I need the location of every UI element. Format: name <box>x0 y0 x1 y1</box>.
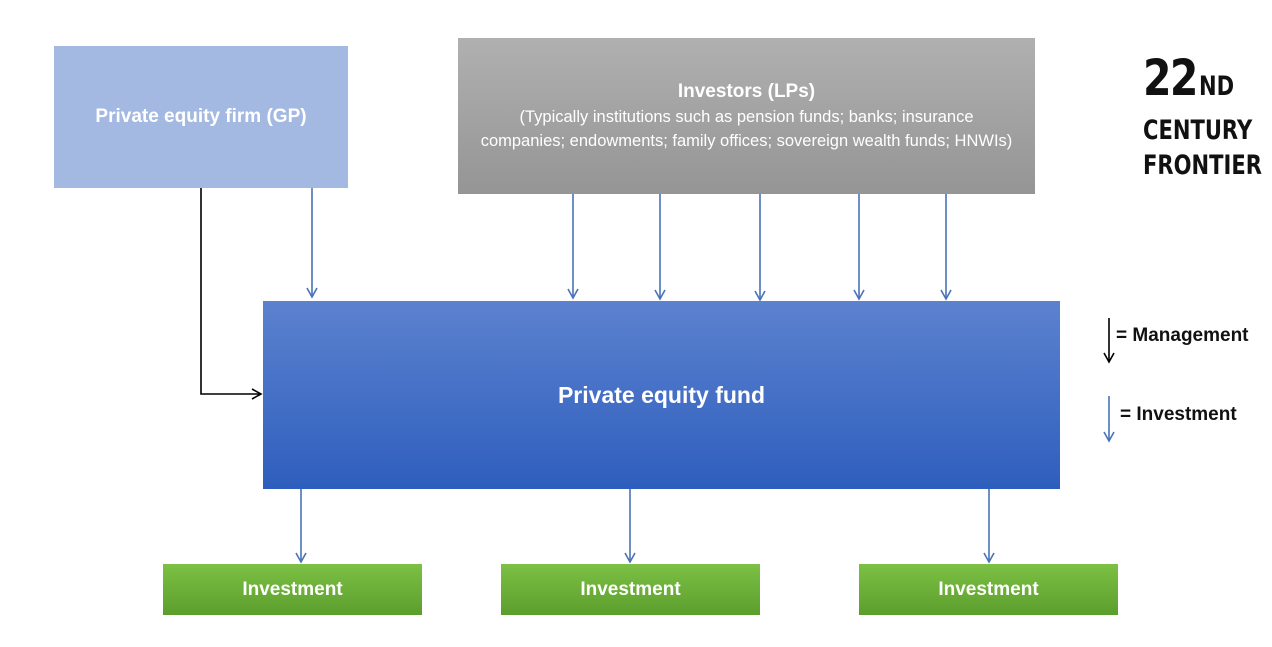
fund-node: Private equity fund <box>263 301 1060 489</box>
investment-node: Investment <box>163 564 422 615</box>
lp-node: Investors (LPs) (Typically institutions … <box>458 38 1035 194</box>
investment-label: Investment <box>938 578 1039 600</box>
fund-label: Private equity fund <box>557 381 766 408</box>
brand-logo: 22 ND CENTURY FRONTIER <box>1143 49 1262 183</box>
investment-node: Investment <box>859 564 1118 615</box>
lp-subtitle: (Typically institutions such as pension … <box>480 108 1013 150</box>
gp-management-arrow <box>200 188 263 400</box>
gp-node: Private equity firm (GP) <box>54 46 348 188</box>
logo-suffix: ND <box>1198 71 1234 102</box>
logo-line-frontier: FRONTIER <box>1143 150 1262 181</box>
legend-investment-label: = Investment <box>1120 404 1237 425</box>
investment-node: Investment <box>501 564 760 615</box>
legend-management-label: = Management <box>1116 325 1249 346</box>
investment-label: Investment <box>580 578 681 600</box>
logo-line-century: CENTURY <box>1143 115 1253 146</box>
lp-title: Investors (LPs) <box>677 81 816 102</box>
gp-label: Private equity firm (GP) <box>95 106 307 127</box>
investment-label: Investment <box>242 578 343 600</box>
logo-number: 22 <box>1143 49 1198 107</box>
